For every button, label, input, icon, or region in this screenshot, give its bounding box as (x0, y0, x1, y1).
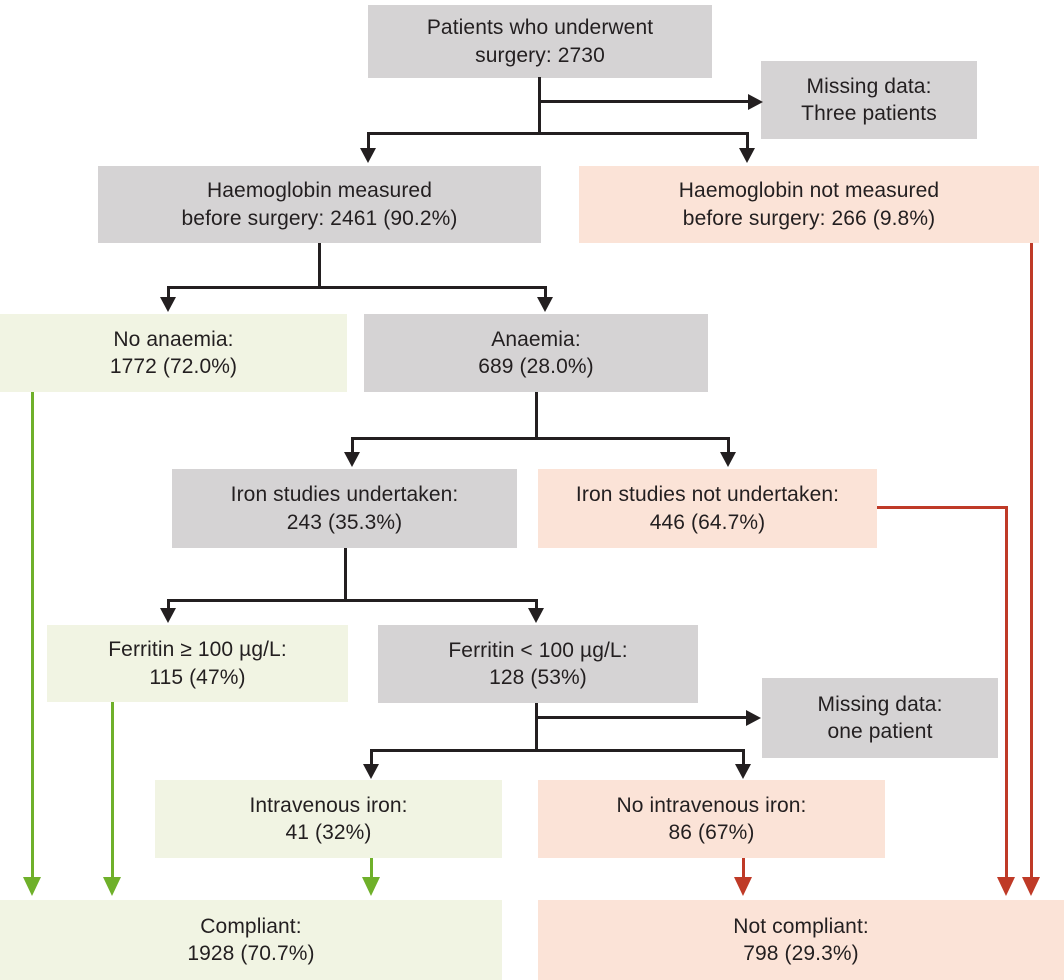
compliant-line-ferritin-high (111, 702, 114, 879)
arrowhead-no-iv-iron (735, 764, 751, 779)
node-text: before surgery: 2461 (90.2%) (181, 206, 458, 230)
connector-hb-right-drop (746, 132, 749, 149)
node-ferritin-high: Ferritin ≥ 100 µg/L: 115 (47%) (47, 625, 348, 702)
arrowhead-compliant-2 (103, 877, 121, 896)
connector-anaemia-right-drop (544, 286, 547, 299)
compliant-line-iv-iron (370, 858, 373, 879)
node-no-iv-iron: No intravenous iron: 86 (67%) (538, 780, 885, 858)
connector-iv-left-drop (370, 749, 373, 765)
arrowhead-hb-not-measured (739, 148, 755, 163)
connector-hbm-stem (318, 243, 321, 289)
node-text: Intravenous iron: (249, 793, 408, 817)
node-missing-data-three: Missing data: Three patients (761, 61, 977, 139)
node-not-compliant: Not compliant: 798 (29.3%) (538, 900, 1064, 980)
connector-surgery-stem (538, 77, 541, 135)
node-text: Haemoglobin not measured (678, 179, 940, 202)
connector-ferritin-split (167, 599, 538, 602)
node-text: surgery: 2730 (475, 43, 605, 67)
connector-to-missing2 (535, 716, 748, 719)
connector-iron-split (351, 437, 730, 440)
arrowhead-compliant-3 (362, 877, 380, 896)
node-text: Missing data: (806, 74, 932, 98)
node-text: 243 (35.3%) (286, 510, 403, 534)
node-text: Haemoglobin measured (207, 179, 432, 202)
noncompliant-elbow-iron-not (877, 506, 1008, 509)
node-patients-surgery: Patients who underwent surgery: 2730 (368, 5, 712, 78)
node-ferritin-low: Ferritin < 100 µg/L: 128 (53%) (378, 625, 698, 703)
arrowhead-ferritin-high (160, 608, 176, 623)
arrowhead-noncompliant-1 (1022, 877, 1040, 896)
node-text: Anaemia: (491, 327, 581, 351)
arrowhead-iron-undertaken (344, 452, 360, 467)
connector-ferritin-left-drop (167, 599, 170, 610)
arrowhead-ferritin-low (528, 608, 544, 623)
node-text: 41 (32%) (285, 821, 372, 844)
connector-anaemia-left-drop (167, 286, 170, 299)
arrowhead-missing1 (748, 94, 763, 110)
node-text: Not compliant: (733, 914, 869, 938)
connector-iron-right-drop (727, 437, 730, 453)
connector-hb-split (367, 132, 749, 135)
node-iv-iron: Intravenous iron: 41 (32%) (155, 780, 502, 858)
node-text: No intravenous iron: (616, 793, 807, 817)
arrowhead-anaemia (537, 297, 553, 312)
arrowhead-iv-iron (363, 764, 379, 779)
connector-anaemia-split (167, 286, 547, 289)
node-text: Compliant: (200, 914, 302, 938)
node-text: No anaemia: (113, 327, 234, 351)
connector-hb-left-drop (367, 132, 370, 149)
node-iron-studies-not-undertaken: Iron studies not undertaken: 446 (64.7%) (538, 469, 877, 548)
connector-ferritin-low-stem (535, 703, 538, 752)
node-text: Iron studies not undertaken: (575, 483, 840, 506)
connector-iv-split (370, 749, 745, 752)
connector-iron-left-drop (351, 437, 354, 453)
node-text: Three patients (801, 102, 937, 125)
node-text: Ferritin ≥ 100 µg/L: (108, 638, 287, 661)
node-missing-data-one: Missing data: one patient (762, 678, 998, 758)
node-text: 446 (64.7%) (649, 510, 766, 534)
node-text: Missing data: (817, 692, 943, 716)
node-text: Ferritin < 100 µg/L: (448, 638, 628, 662)
noncompliant-line-iron-not (1005, 506, 1008, 879)
node-text: 689 (28.0%) (478, 355, 594, 378)
connector-iv-right-drop (742, 749, 745, 765)
node-iron-studies-undertaken: Iron studies undertaken: 243 (35.3%) (172, 469, 517, 548)
arrowhead-compliant-1 (23, 877, 41, 896)
arrowhead-no-anaemia (160, 297, 176, 312)
node-text: Patients who underwent (426, 16, 654, 39)
noncompliant-line-hb-not-measured (1030, 243, 1033, 879)
node-text: 115 (47%) (149, 665, 246, 689)
node-text: Iron studies undertaken: (230, 483, 459, 506)
compliant-line-no-anaemia (31, 392, 34, 879)
connector-ferritin-right-drop (535, 599, 538, 610)
node-text: 798 (29.3%) (743, 942, 859, 965)
node-text: 1772 (72.0%) (109, 355, 238, 378)
node-text: 128 (53%) (489, 666, 587, 689)
noncompliant-line-no-iv-iron (742, 858, 745, 879)
connector-anaemia-stem (535, 392, 538, 440)
connector-to-missing1 (538, 100, 750, 103)
arrowhead-missing2 (746, 710, 761, 726)
arrowhead-iron-not-undertaken (720, 452, 736, 467)
node-text: one patient (827, 720, 933, 743)
connector-iron-stem (344, 548, 347, 602)
arrowhead-noncompliant-3 (734, 877, 752, 896)
arrowhead-noncompliant-2 (997, 877, 1015, 896)
node-hb-measured: Haemoglobin measured before surgery: 246… (98, 166, 541, 243)
node-hb-not-measured: Haemoglobin not measured before surgery:… (579, 166, 1039, 243)
node-text: 86 (67%) (668, 821, 755, 844)
node-anaemia: Anaemia: 689 (28.0%) (364, 314, 708, 392)
arrowhead-hb-measured (360, 148, 376, 163)
node-text: 1928 (70.7%) (187, 942, 315, 965)
node-compliant: Compliant: 1928 (70.7%) (0, 900, 502, 980)
node-text: before surgery: 266 (9.8%) (682, 206, 936, 230)
node-no-anaemia: No anaemia: 1772 (72.0%) (0, 314, 347, 392)
